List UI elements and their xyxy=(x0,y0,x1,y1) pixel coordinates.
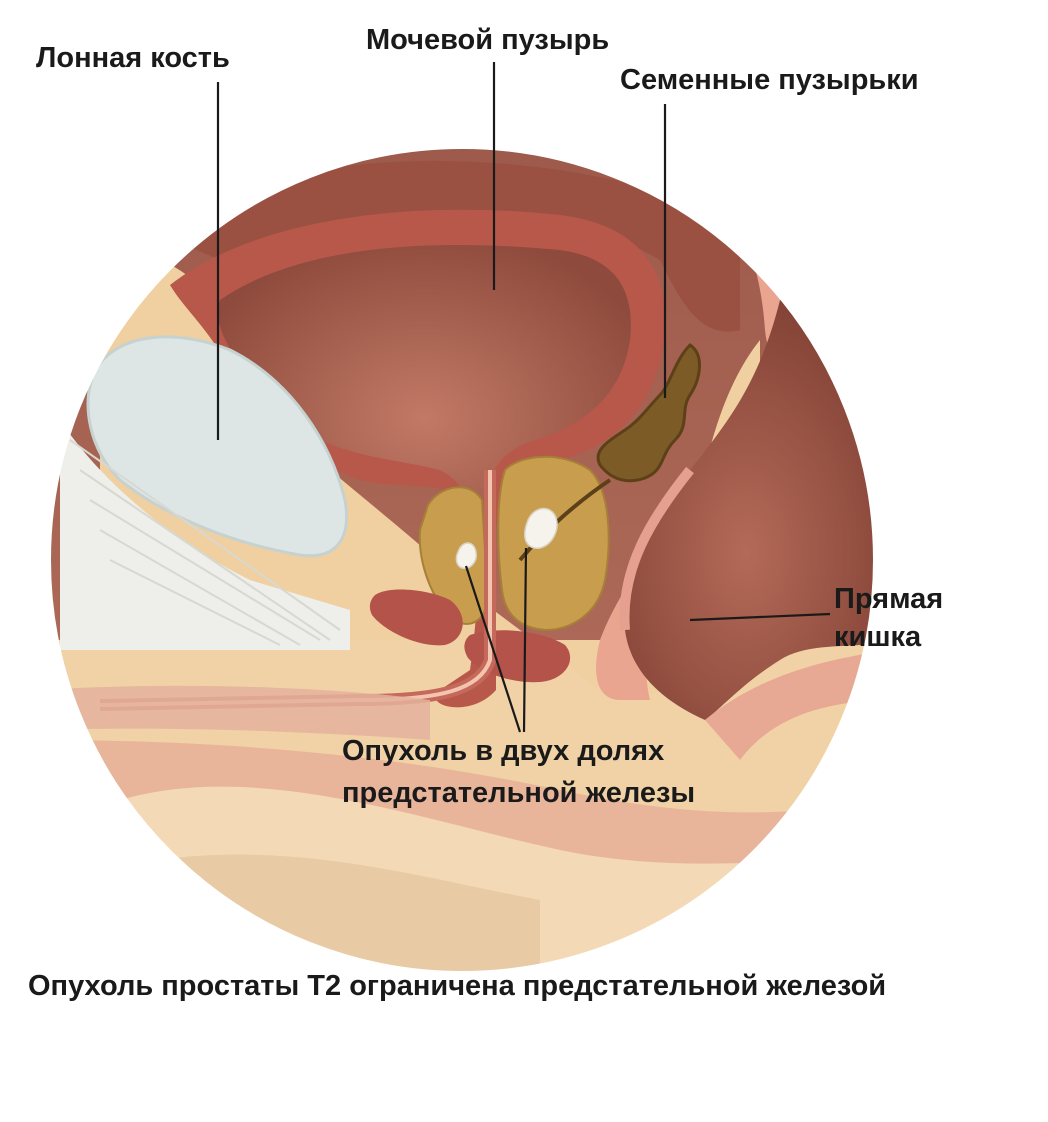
tumor-left xyxy=(455,542,478,570)
seminal-vesicle xyxy=(596,343,701,483)
pubic-ligament xyxy=(60,420,350,650)
figure-caption: Опухоль простаты Т2 ограничена предстате… xyxy=(28,970,887,1002)
upper-cavity xyxy=(150,160,740,332)
label-tumor: Опухоль в двух долях предстательной желе… xyxy=(342,730,695,814)
prostate-left-lobe xyxy=(418,486,490,625)
label-pubic-bone: Лонная кость xyxy=(36,42,230,74)
tumor-right xyxy=(524,507,558,549)
ejaculatory-duct xyxy=(518,478,612,562)
penile-band xyxy=(50,685,430,740)
leader-lines xyxy=(216,62,831,733)
label-tumor-line1: Опухоль в двух долях xyxy=(342,735,665,767)
label-tumor-line2: предстательной железы xyxy=(342,777,696,809)
sphincter-muscle-upper xyxy=(369,589,463,646)
label-rectum-line2: кишка xyxy=(834,621,922,653)
label-rectum-line1: Прямая xyxy=(834,583,944,615)
illustration-frame xyxy=(49,147,875,973)
prostate-right-lobe xyxy=(497,455,610,632)
rectum-inner-edge xyxy=(619,466,694,631)
leader-tumor-right xyxy=(522,547,528,733)
label-seminal-vesicles: Семенные пузырьки xyxy=(620,64,919,96)
label-rectum: Прямая кишка xyxy=(834,580,943,656)
bladder-lumen xyxy=(217,245,631,560)
anal-canal xyxy=(705,650,874,760)
label-bladder: Мочевой пузырь xyxy=(366,24,610,56)
leader-rectum xyxy=(689,612,831,622)
pubic-bone xyxy=(86,335,348,558)
leader-tumor-left xyxy=(464,565,522,733)
